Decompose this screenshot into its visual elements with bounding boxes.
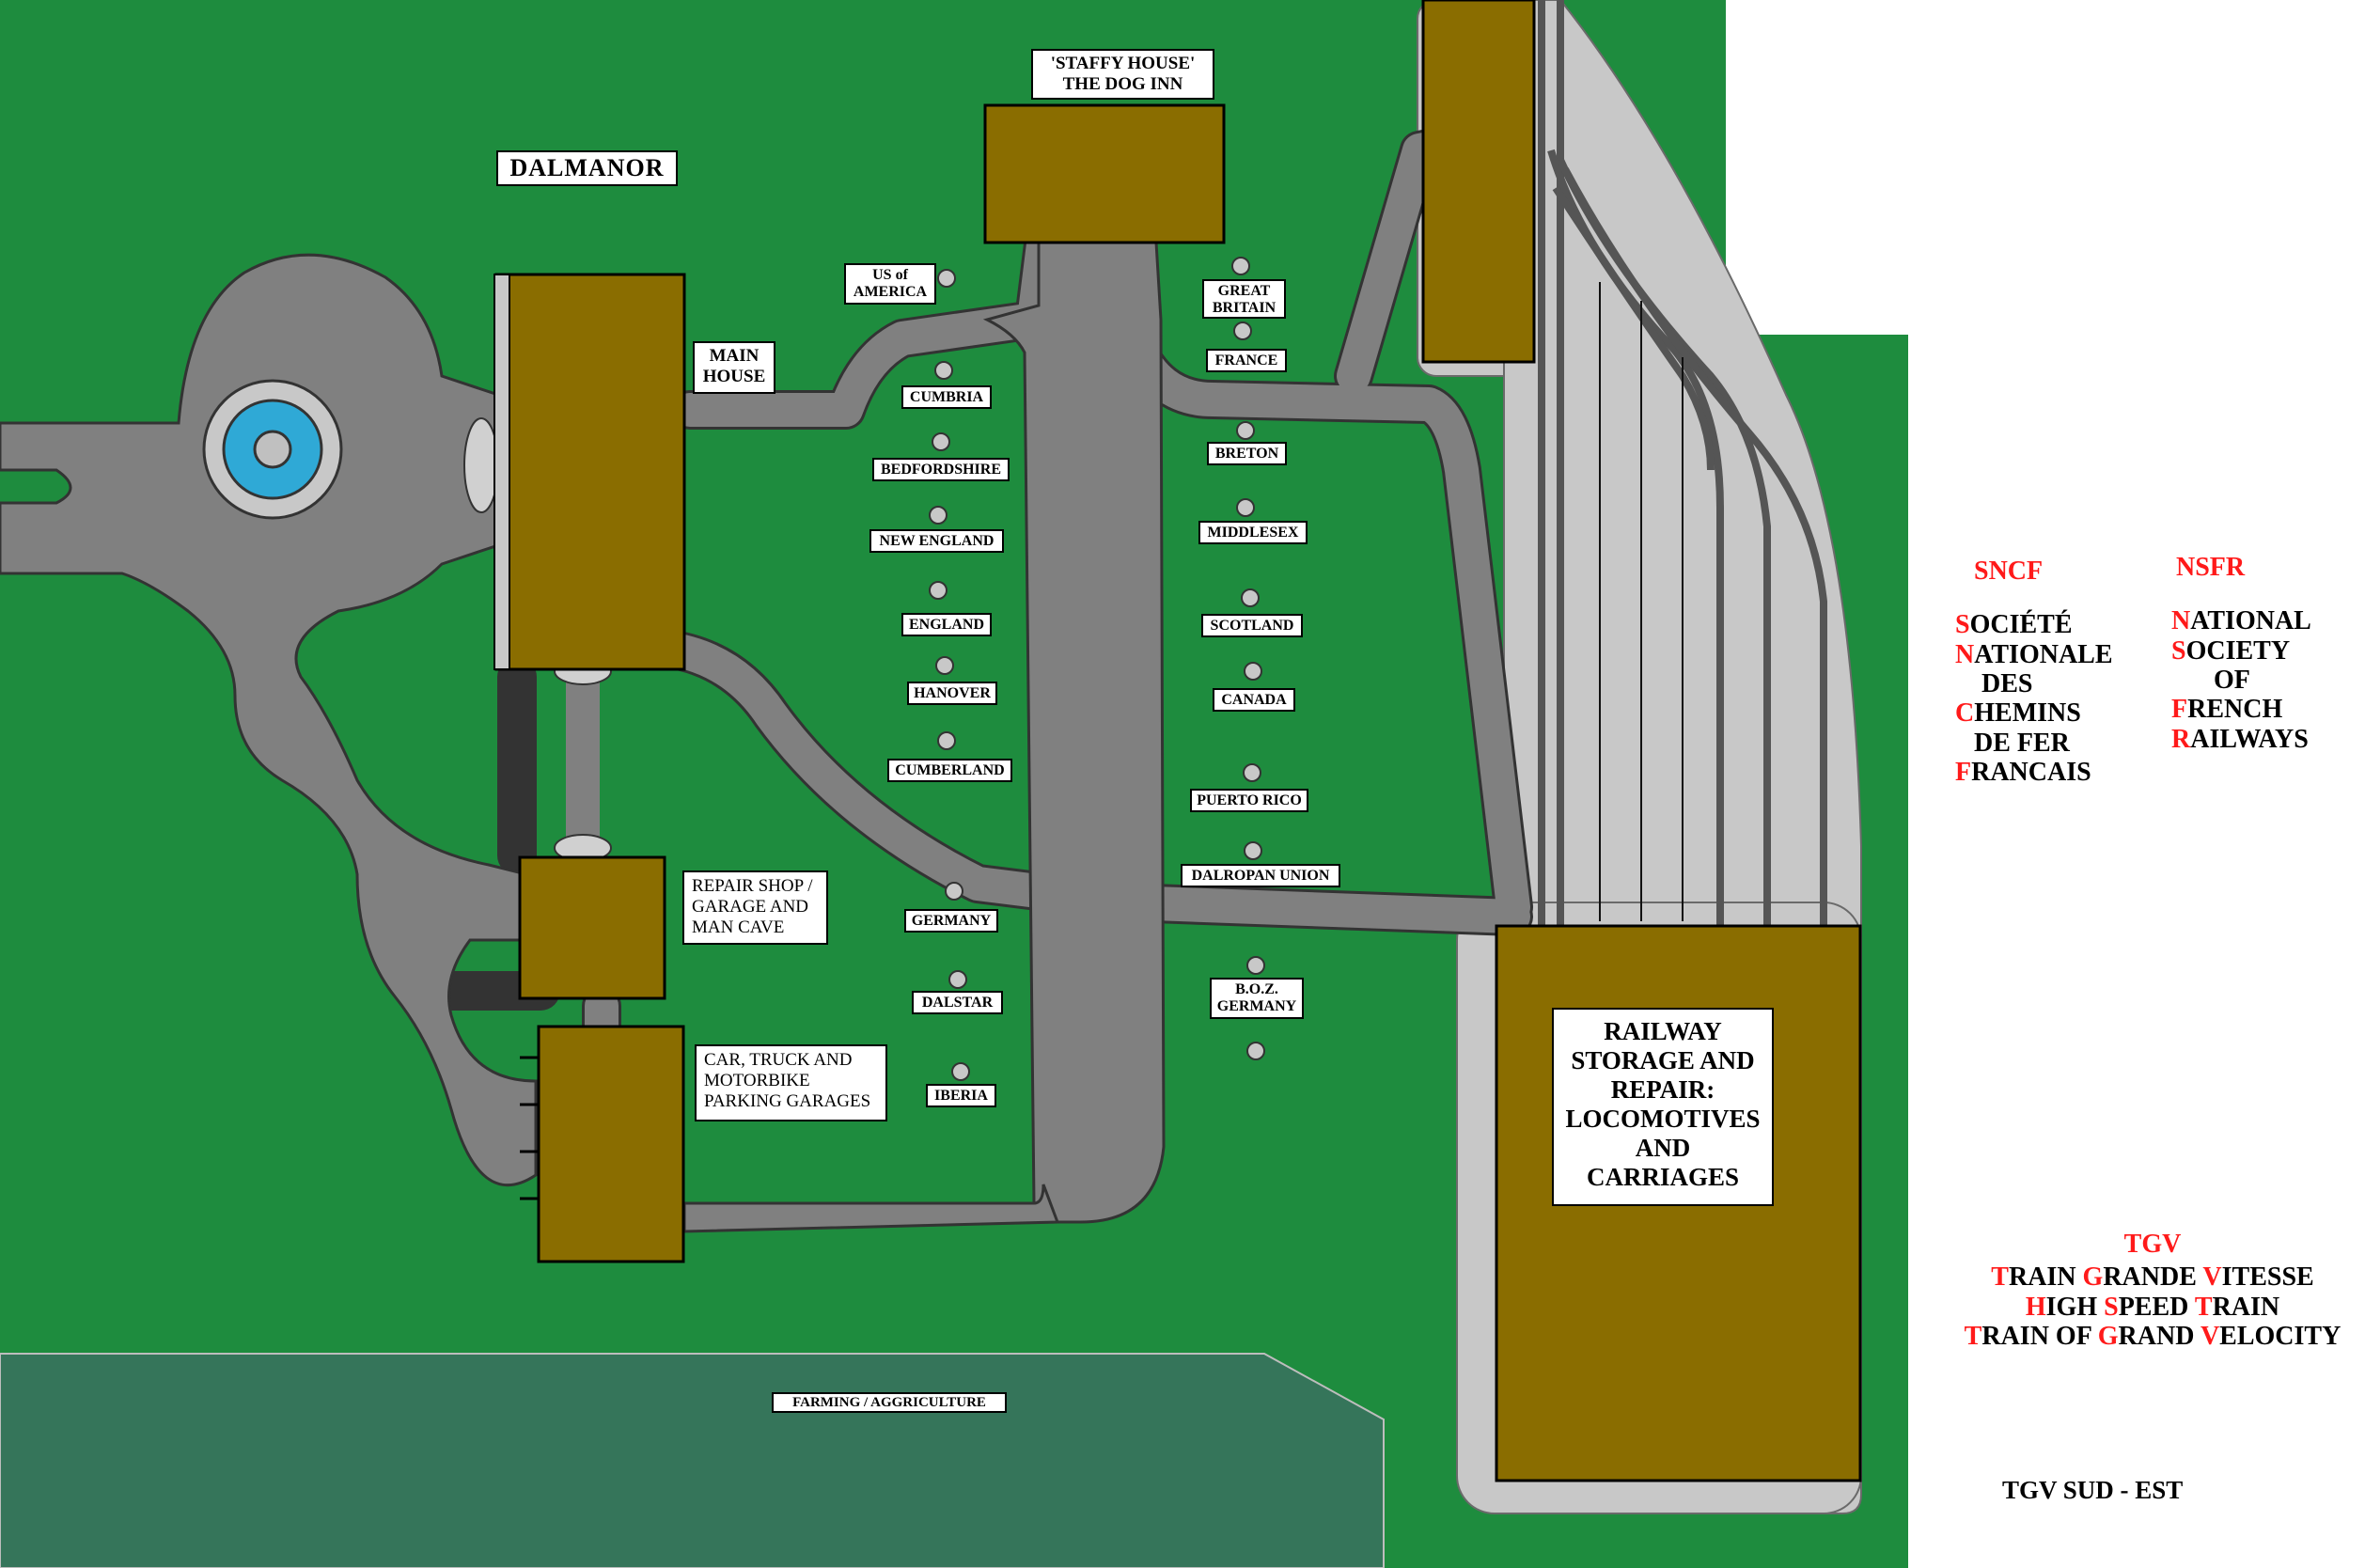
main-driveway (0, 253, 538, 1186)
tgv-line-2: HIGH SPEED TRAIN (1946, 1293, 2359, 1322)
sncf-title: SNCF (1974, 557, 2044, 586)
acronym-initial: V (2202, 1262, 2222, 1293)
acronym-line: FRANCAIS (1955, 758, 2134, 787)
acronym-rest: RAIN (2212, 1292, 2280, 1322)
estate-title: DALMANOR (496, 150, 678, 186)
tgv-title: TGV (2123, 1230, 2182, 1259)
kennel-label: BRETON (1207, 442, 1287, 465)
kennel-label: MIDDLESEX (1198, 521, 1308, 544)
kennel-label: B.O.Z. GERMANY (1210, 978, 1304, 1019)
acronym-initial: T (1991, 1262, 2009, 1293)
kennel-label: CUMBRIA (901, 385, 992, 409)
acronym-initial: V (2200, 1322, 2220, 1352)
acronym-line: DES (1981, 669, 2134, 698)
acronym-rest: RENCH (2187, 695, 2283, 725)
main-house-label: MAIN HOUSE (693, 341, 775, 394)
acronym-initial: T (1964, 1322, 1982, 1352)
acronym-line: FRENCH (2171, 695, 2350, 724)
kennel-label: SCOTLAND (1201, 614, 1303, 637)
kennel-label: DALROPAN UNION (1181, 864, 1340, 887)
kennel-label: CANADA (1213, 688, 1295, 712)
parking-label: CAR, TRUCK AND MOTORBIKE PARKING GARAGES (695, 1044, 887, 1121)
acronym-initial: S (1955, 610, 1970, 640)
kennel-label: IBERIA (926, 1084, 996, 1107)
kennel-label: CUMBERLAND (887, 759, 1012, 782)
farming-label: FARMING / AGGRICULTURE (772, 1392, 1007, 1413)
acronym-rest: RAIN OF (1981, 1322, 2098, 1352)
railway-depot-label: RAILWAY STORAGE AND REPAIR: LOCOMOTIVES … (1552, 1008, 1774, 1206)
parking-road (682, 1184, 1060, 1233)
tgv-legend: TGV TRAIN GRANDE VITESSE HIGH SPEED TRAI… (1946, 1230, 2359, 1351)
farmland (0, 1353, 1385, 1568)
acronym-initial: T (2194, 1292, 2213, 1322)
acronym-rest: PEED (2118, 1292, 2195, 1322)
rail-tracks (1538, 0, 1827, 926)
acronym-rest: DES (1981, 669, 2033, 699)
kennel-label: GERMANY (904, 909, 998, 933)
acronym-line: RAILWAYS (2171, 725, 2350, 754)
tgv-sud-est-label: TGV SUD - EST (2002, 1476, 2184, 1504)
acronym-rest: AILWAYS (2190, 724, 2309, 754)
acronym-rest: ELOCITY (2219, 1322, 2342, 1352)
fountain-center (253, 430, 292, 469)
acronym-rest: OCIETY (2185, 635, 2291, 666)
acronym-rest: ATIONALE (1974, 639, 2113, 669)
kennel-markers (929, 257, 1265, 1081)
repair-shop-building (518, 855, 666, 1000)
acronym-rest: RAIN (2008, 1262, 2083, 1293)
acronym-line: NATIONALE (1955, 640, 2134, 669)
acronym-line: NATIONAL (2171, 606, 2350, 635)
kennel-label: NEW ENGLAND (869, 529, 1004, 553)
acronym-initial: H (2025, 1292, 2046, 1322)
acronym-rest: RANCAIS (1971, 758, 2091, 788)
kennel-label: ENGLAND (901, 613, 992, 636)
dog-inn-building (983, 103, 1226, 244)
acronym-rest: OF (2214, 666, 2250, 696)
acronym-initial: G (2082, 1262, 2104, 1293)
acronym-initial: N (2171, 606, 2191, 636)
acronym-initial: S (2171, 635, 2186, 666)
kennel-label: GREAT BRITAIN (1202, 279, 1286, 319)
kennel-label: BEDFORDSHIRE (872, 458, 1010, 481)
kennel-label: PUERTO RICO (1190, 789, 1308, 812)
central-road (682, 241, 1166, 1224)
acronym-initial: F (1955, 758, 1972, 788)
acronym-rest: OCIÉTÉ (1969, 610, 2073, 640)
acronym-rest: DE FER (1974, 728, 2070, 758)
acronym-initial: N (1955, 639, 1975, 669)
acronym-line: DE FER (1974, 729, 2134, 758)
acronym-initial: S (2104, 1292, 2119, 1322)
acronym-rest: RAND (2118, 1322, 2201, 1352)
acronym-initial: R (2171, 724, 2191, 754)
acronym-rest: ITESSE (2221, 1262, 2314, 1293)
tgv-line-3: TRAIN OF GRAND VELOCITY (1946, 1322, 2359, 1351)
acronym-line: OF (2214, 666, 2350, 695)
acronym-initial: C (1955, 698, 1975, 729)
dog-inn-label: 'STAFFY HOUSE' THE DOG INN (1031, 49, 1214, 100)
acronym-line: SOCIÉTÉ (1955, 610, 2134, 639)
main-house-building (494, 273, 686, 671)
kennel-label: US of AMERICA (844, 263, 936, 305)
acronym-rest: IGH (2045, 1292, 2105, 1322)
acronym-initial: G (2097, 1322, 2119, 1352)
acronym-rest: ATIONAL (2190, 606, 2311, 636)
kennel-label: DALSTAR (912, 991, 1003, 1014)
kennel-label: HANOVER (907, 682, 997, 705)
tgv-line-1: TRAIN GRANDE VITESSE (1946, 1262, 2359, 1292)
repair-shop-label: REPAIR SHOP / GARAGE AND MAN CAVE (682, 870, 828, 945)
acronym-rest: RANDE (2103, 1262, 2203, 1293)
acronym-rest: HEMINS (1974, 698, 2081, 729)
acronym-line: SOCIETY (2171, 636, 2350, 666)
acronym-initial: F (2171, 695, 2188, 725)
station-building (1421, 0, 1536, 364)
nsfr-title: NSFR (2176, 553, 2246, 582)
parking-garage-building (537, 1025, 685, 1263)
acronym-line: CHEMINS (1955, 698, 2134, 728)
kennel-label: FRANCE (1206, 349, 1287, 372)
